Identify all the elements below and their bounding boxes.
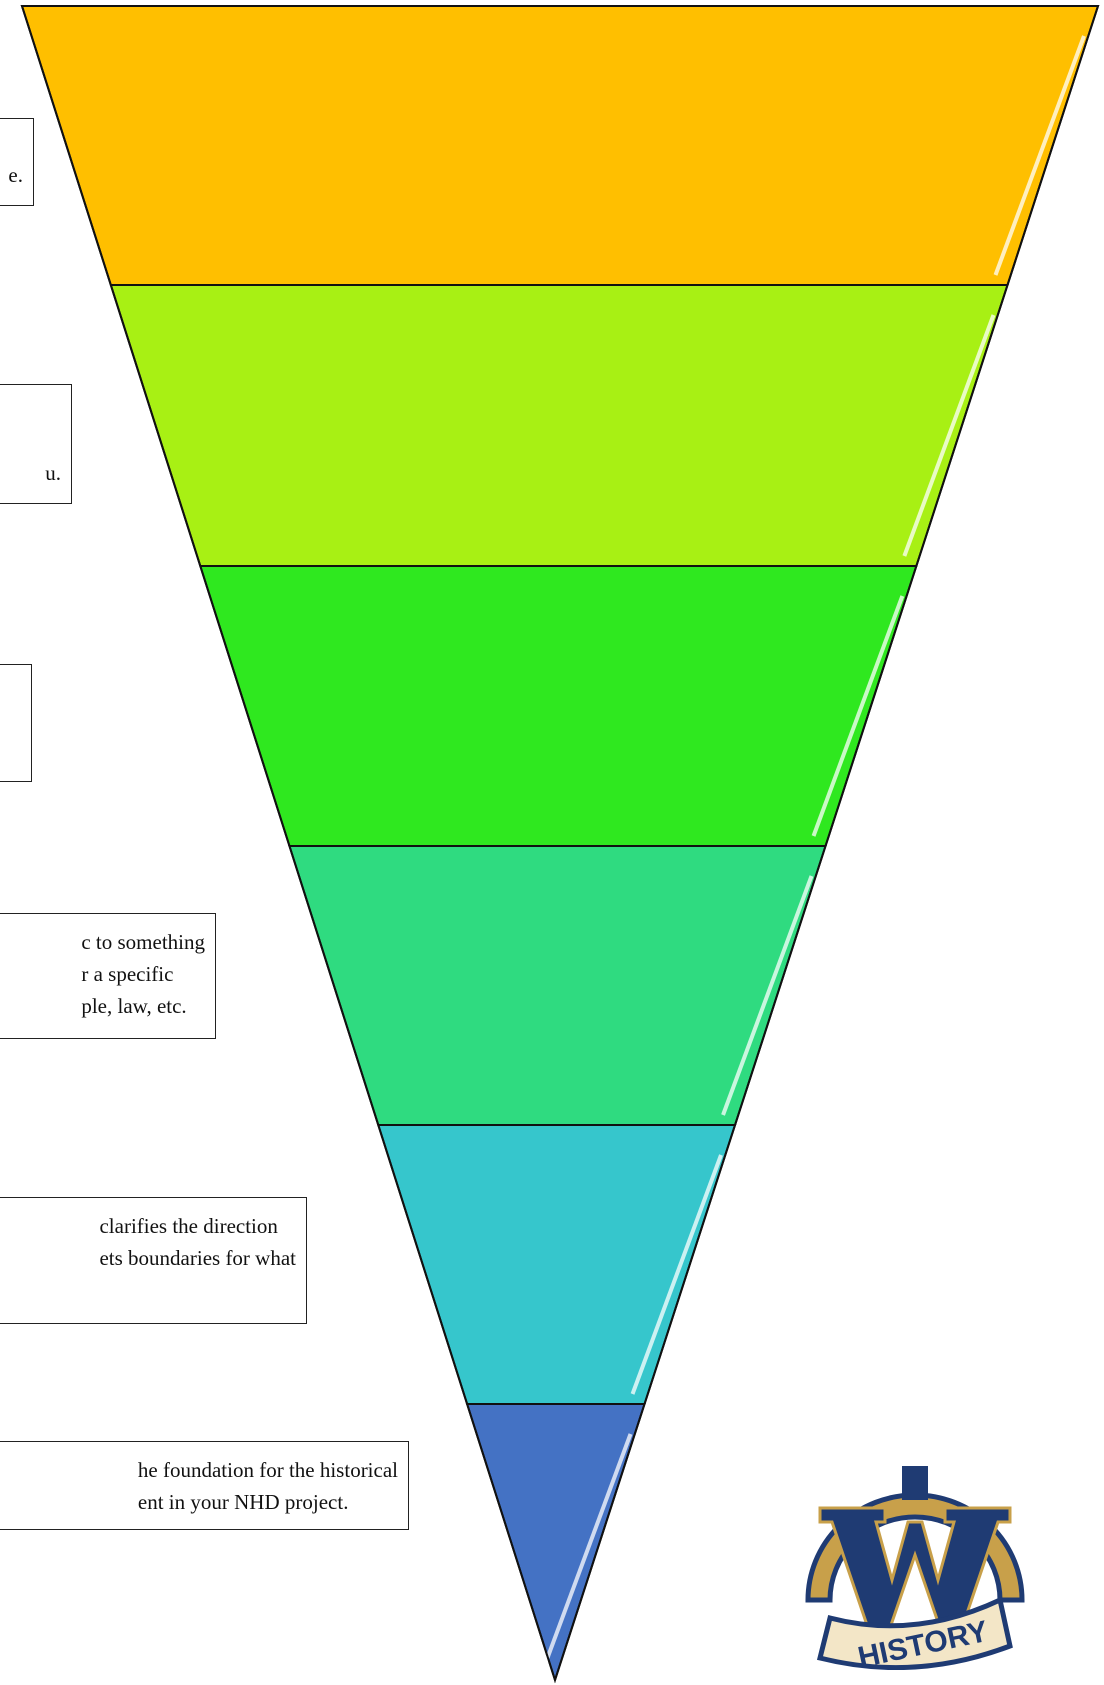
funnel-outline: [20, 5, 1100, 1684]
note-text-5: clarifies the direction ets boundaries f…: [99, 1214, 296, 1270]
funnel-highlight: [630, 1154, 723, 1395]
w-history-logo: HISTORY: [805, 1466, 1025, 1670]
note-text-2: u.: [45, 461, 61, 485]
funnel-highlight: [902, 314, 996, 557]
note-box-2: u.: [0, 384, 72, 504]
note-text-6: he foundation for the historical ent in …: [137, 1458, 398, 1514]
funnel-highlight: [811, 595, 905, 837]
note-text-1: e.: [8, 163, 23, 187]
note-box-4: c to something r a specific ple, law, et…: [0, 913, 216, 1039]
funnel-layer-4: [288, 845, 827, 1126]
note-text-4: c to something r a specific ple, law, et…: [81, 930, 205, 1018]
funnel-highlight: [993, 35, 1086, 276]
funnel-highlight: [541, 1433, 633, 1671]
note-box-6: he foundation for the historical ent in …: [0, 1441, 409, 1530]
funnel-highlight: [721, 875, 814, 1116]
logo-keystone: [902, 1466, 928, 1500]
funnel-layer-3: [198, 565, 918, 847]
note-box-3: [0, 664, 32, 782]
funnel-layer-2: [109, 284, 1009, 567]
note-box-1: e.: [0, 118, 34, 206]
note-box-5: clarifies the direction ets boundaries f…: [0, 1197, 307, 1324]
funnel-layer-1: [20, 5, 1100, 286]
logo-banner: [816, 1596, 1013, 1670]
